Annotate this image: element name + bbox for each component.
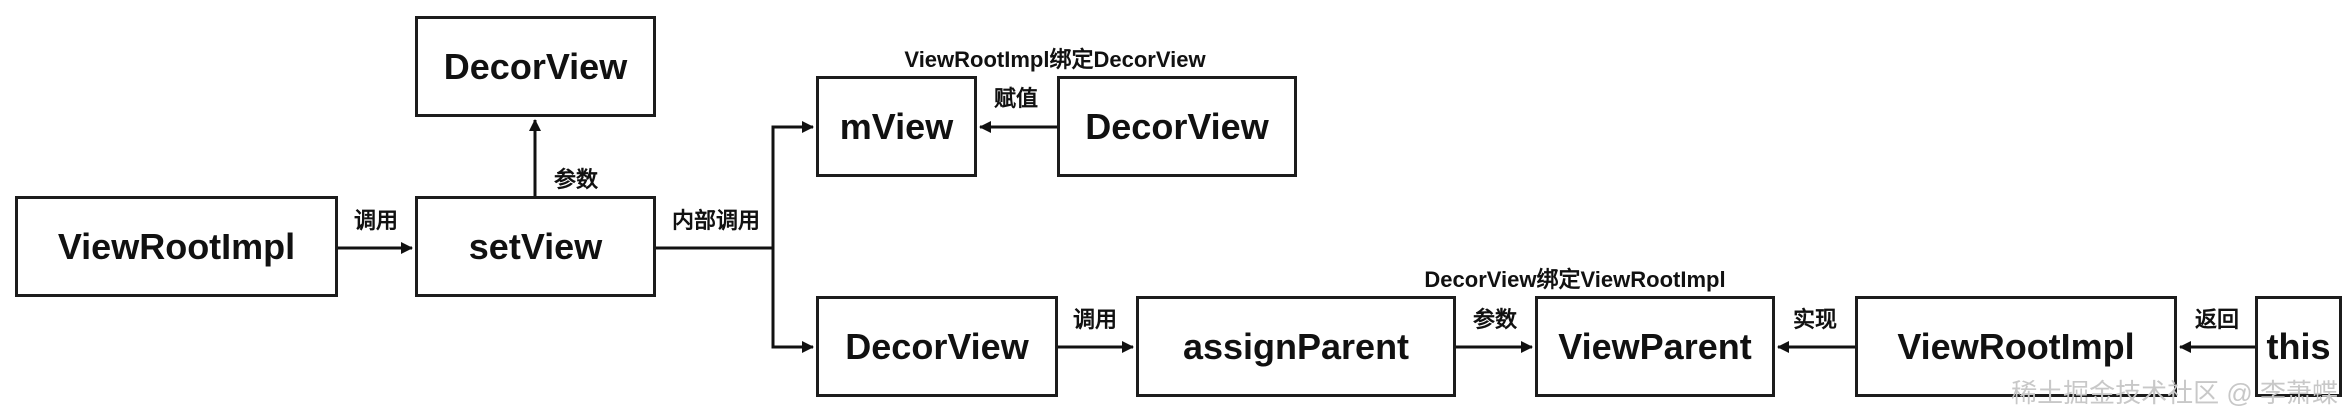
node-decorview-mid: DecorView <box>1057 76 1297 177</box>
node-decorview-bottom: DecorView <box>816 296 1058 397</box>
label-param-1: 参数 <box>553 167 599 192</box>
node-this: this <box>2255 296 2342 397</box>
node-viewrootimpl-left: ViewRootImpl <box>15 196 338 297</box>
node-viewparent: ViewParent <box>1535 296 1775 397</box>
label-internal-call: 内部调用 <box>671 208 761 233</box>
edge-setview-to-mview <box>656 121 814 250</box>
annotation-bottom-binding: DecorView绑定ViewRootImpl <box>1424 267 1726 292</box>
node-setview: setView <box>415 196 656 297</box>
label-return: 返回 <box>2194 307 2240 332</box>
node-decorview-top: DecorView <box>415 16 656 117</box>
annotation-top-binding: ViewRootImpl绑定DecorView <box>904 47 1206 72</box>
node-mview: mView <box>816 76 977 177</box>
label-param-2: 参数 <box>1472 307 1518 332</box>
node-assignparent: assignParent <box>1136 296 1456 397</box>
watermark: 稀土掘金技术社区 @ 李萧蝶 <box>2011 378 2338 408</box>
label-call-2: 调用 <box>1072 307 1118 332</box>
edge-setview-to-decorview-bottom <box>771 248 814 353</box>
label-assign: 赋值 <box>993 86 1039 111</box>
label-call-1: 调用 <box>353 208 399 233</box>
node-viewrootimpl-right: ViewRootImpl <box>1855 296 2177 397</box>
label-implement: 实现 <box>1792 307 1838 332</box>
